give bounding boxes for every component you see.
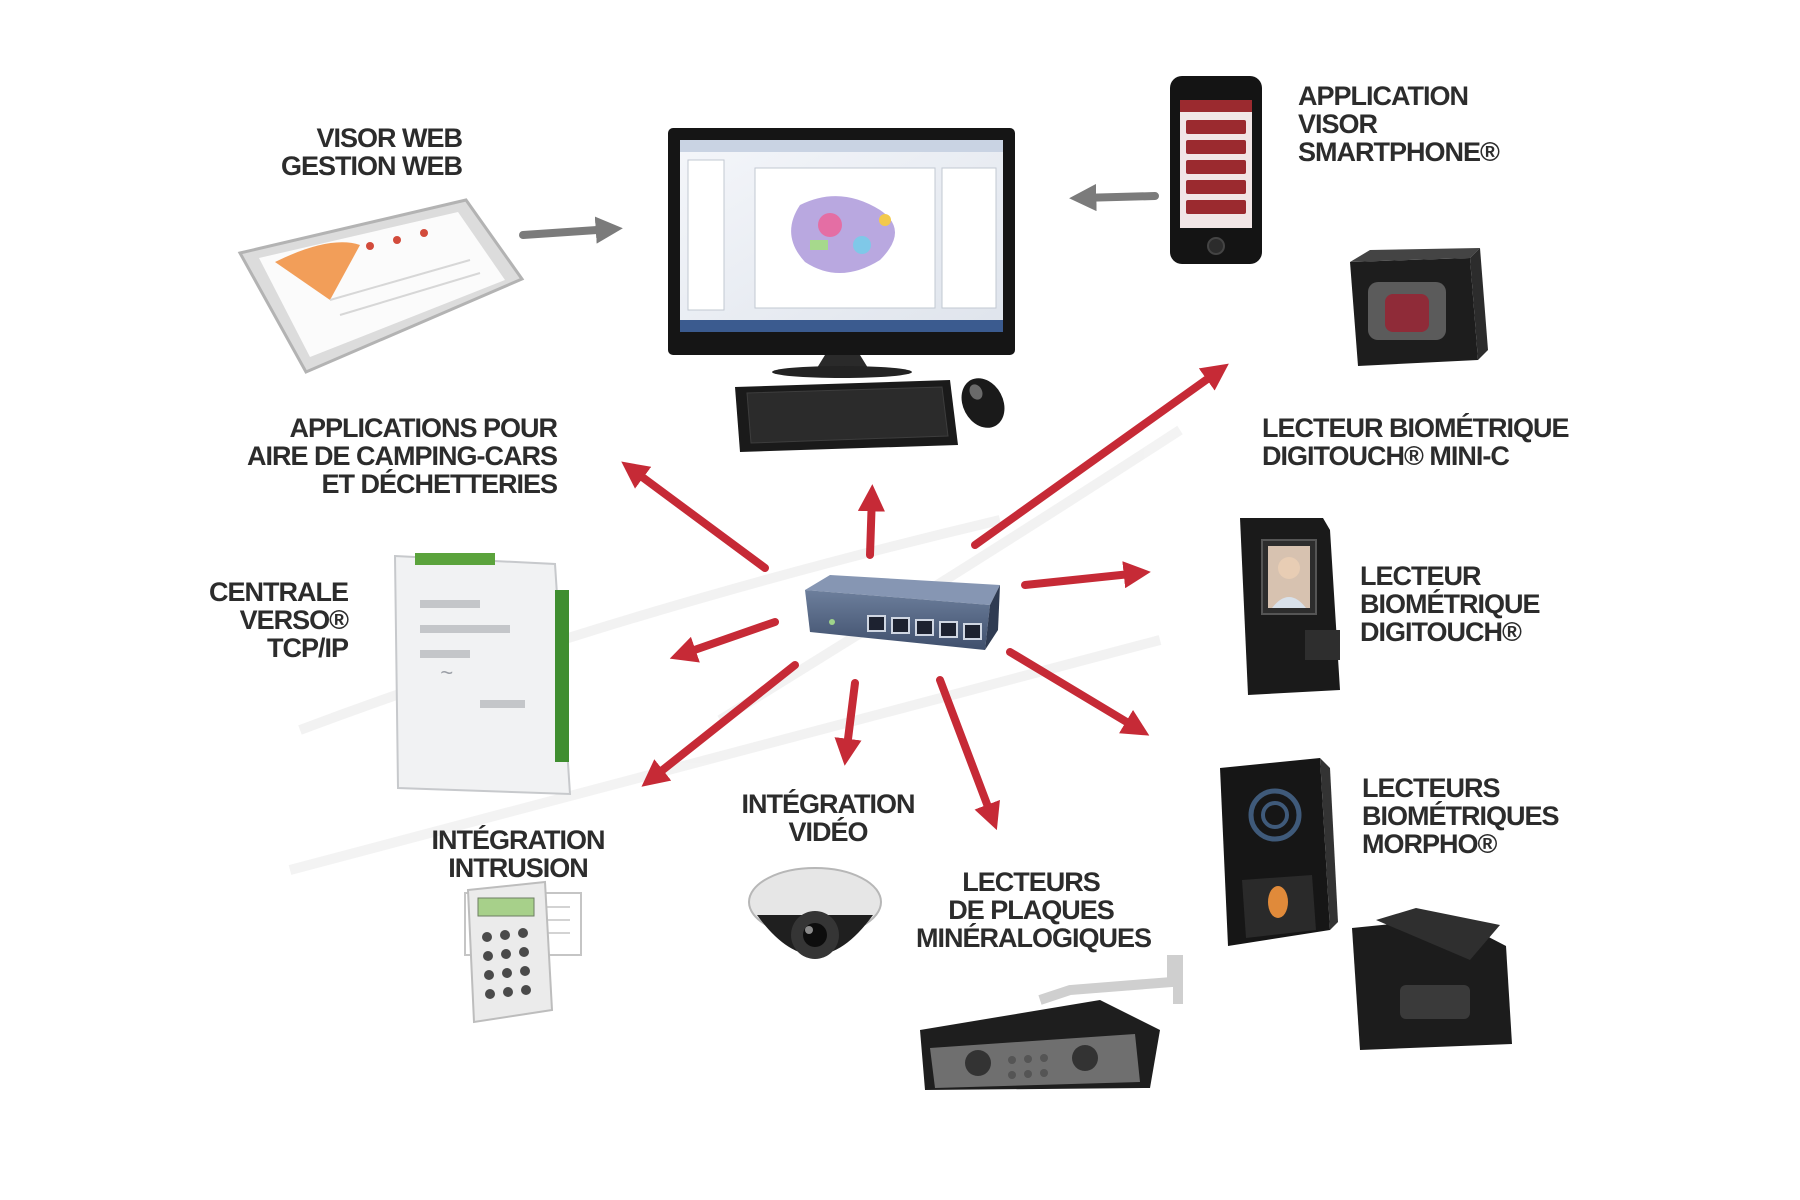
- mouse-icon: [961, 378, 1005, 428]
- intrusion-keypad-icon: [464, 880, 582, 1024]
- digitouch-mini-reader-icon: [1350, 248, 1488, 366]
- arrow-to-digitouch: [1021, 561, 1151, 589]
- arrow-to-plates: [936, 676, 1000, 831]
- tablet-icon: [237, 198, 525, 374]
- plate-camera-icon: [920, 955, 1183, 1090]
- background-watermark: [288, 425, 1183, 875]
- label-digitouch-mini: LECTEUR BIOMÉTRIQUE DIGITOUCH® MINI-C: [1262, 413, 1570, 471]
- label-applications-camping: APPLICATIONS POUR AIRE DE CAMPING-CARS E…: [246, 413, 558, 499]
- digitouch-reader-icon: [1240, 518, 1340, 695]
- label-lecteurs-morpho: LECTEURS BIOMÉTRIQUES MORPHO®: [1362, 773, 1560, 859]
- label-digitouch: LECTEUR BIOMÉTRIQUE DIGITOUCH®: [1360, 561, 1541, 647]
- gray-arrows: [519, 183, 1159, 244]
- label-integration-intrusion: INTÉGRATION INTRUSION: [431, 825, 606, 883]
- dome-camera-icon: [748, 867, 882, 959]
- red-arrows: [621, 363, 1229, 831]
- label-integration-video: INTÉGRATION VIDÉO: [741, 789, 916, 847]
- label-lecteurs-plaques: LECTEURS DE PLAQUES MINÉRALOGIQUES: [916, 867, 1152, 953]
- floor-plan-graphic: [791, 196, 895, 274]
- morpho-reader-2-icon: [1352, 908, 1512, 1050]
- label-centrale-verso: CENTRALE VERSO® TCP/IP: [209, 577, 349, 663]
- arrow-to-video: [834, 679, 862, 766]
- keyboard-icon: [735, 380, 958, 452]
- controller-board-icon: ~: [393, 553, 572, 796]
- arrow-smartphone-to-computer: [1069, 183, 1159, 212]
- arrow-to-morpho: [1006, 648, 1150, 736]
- arrow-to-intrusion: [641, 661, 799, 787]
- controller-logo: ~: [440, 660, 453, 685]
- arrow-to-computer: [857, 484, 886, 559]
- network-switch-icon: [805, 575, 1000, 650]
- arrow-to-centrale: [669, 618, 779, 663]
- morpho-reader-icon: [1220, 758, 1338, 946]
- label-application-smartphone: APPLICATION VISOR SMARTPHONE®: [1298, 81, 1500, 167]
- label-visor-web: VISOR WEB GESTION WEB: [280, 123, 463, 181]
- smartphone-icon: [1170, 76, 1262, 264]
- arrow-to-camping-apps: [621, 461, 769, 572]
- arrow-tablet-to-computer: [519, 216, 623, 244]
- arrow-to-digitouch-mini: [971, 363, 1229, 549]
- desktop-computer-icon: [668, 128, 1015, 378]
